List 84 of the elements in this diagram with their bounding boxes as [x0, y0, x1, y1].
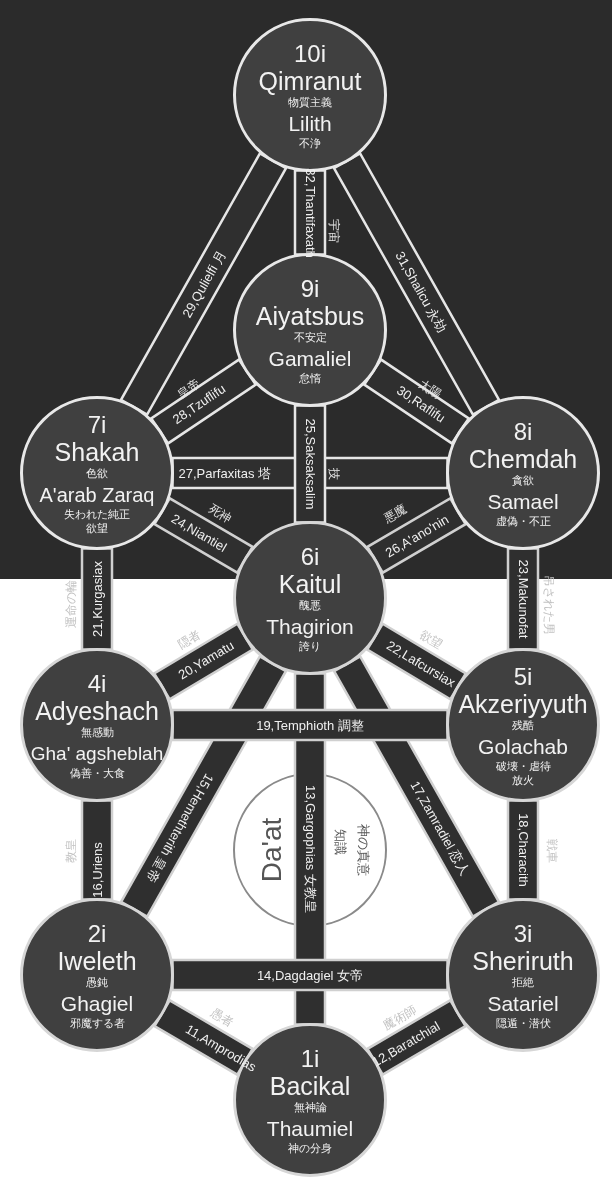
path-band [171, 456, 449, 490]
node-subtitle: 貪欲 [512, 472, 534, 487]
node-number: 4i [87, 670, 107, 697]
node-subtitle: 破壊・虐待 [495, 758, 551, 773]
card-name: 教皇 [64, 839, 78, 863]
path-band [171, 708, 449, 742]
node-name: Lilith [288, 111, 332, 136]
node-subtitle: 知識 [332, 829, 349, 855]
edge-label: 21,Kurgasiax [89, 561, 105, 637]
node-subtitle: 失われた純正 [64, 506, 130, 521]
edge-label: 14,Dagdagiel 女帝 [256, 967, 364, 983]
node-number: 1i [300, 1045, 320, 1072]
node-subtitle: 怠惰 [299, 370, 321, 385]
node-name: Sheriruth [472, 946, 574, 975]
node-subtitle: 無神論 [293, 1099, 327, 1114]
path-band [149, 357, 258, 446]
node-subtitle: 残酷 [512, 718, 534, 732]
node-name: Bacikal [269, 1071, 351, 1100]
card-name: 吊された男 [542, 575, 556, 635]
node-number: 2i [87, 920, 107, 947]
node-subtitle: 愚鈍 [86, 974, 108, 989]
path-band [80, 799, 114, 901]
node-subtitle: 神の分身 [288, 1140, 332, 1155]
node-name: Adyeshach [35, 696, 159, 725]
node-subtitle: 物質主義 [288, 95, 332, 109]
node-number: 9i [300, 275, 320, 302]
node-subtitle: 虚偽・不正 [495, 513, 551, 528]
path-band [332, 151, 501, 417]
edge-label: 16,Uriens [89, 842, 105, 898]
node-name: Gamaliel [268, 346, 352, 371]
path-band [152, 496, 255, 575]
node-number: 3i [513, 920, 533, 947]
path-band [365, 496, 468, 575]
node-subtitle: 誇り [299, 638, 321, 653]
node-subtitle: 隠遁・潜伏 [495, 1015, 551, 1030]
card-name: 技 [327, 468, 341, 480]
node-subtitle: 醜悪 [299, 597, 321, 612]
path-band [506, 547, 540, 651]
edge-label: 13,Gargophias 女教皇 [302, 785, 318, 913]
node-name: Golachab [478, 734, 568, 759]
edge-label: 25,Saksaksalim [302, 418, 318, 510]
node-subtitle: 放火 [512, 772, 534, 787]
node-name: Qimranut [258, 66, 362, 95]
node-subtitle: 偽善・大食 [69, 765, 125, 780]
node-number: 10i [294, 40, 326, 67]
node-subtitle: 拒絶 [512, 974, 534, 989]
node-subtitle: 無感動 [80, 725, 114, 739]
node-name: Satariel [487, 991, 559, 1016]
path-band [362, 357, 471, 446]
node-subtitle: 神の真意 [355, 824, 372, 876]
node-name: Shakah [54, 437, 140, 466]
node-name: Aiyatsbus [255, 301, 365, 330]
edge-label: 18,Characith [515, 813, 531, 887]
path-band [80, 547, 114, 651]
path-band [171, 958, 449, 992]
node-name: Ghagiel [60, 991, 134, 1016]
card-name: 愚者 [208, 1005, 236, 1031]
edge-label: 23,Makunofat [515, 559, 531, 639]
node-number: 8i [513, 418, 533, 445]
node-subtitle: 不浄 [299, 135, 321, 150]
node-subtitle: 不安定 [293, 330, 327, 344]
node-subtitle: 色欲 [86, 465, 108, 480]
path-band [119, 151, 288, 417]
node-number: 5i [513, 663, 533, 690]
edge-label: 27,Parfaxitas 塔 [178, 465, 272, 481]
node-subtitle: 欲望 [86, 520, 108, 535]
node-name: Thagirion [266, 614, 354, 639]
node-name: Samael [487, 489, 559, 514]
path-band [152, 998, 255, 1077]
path-band [506, 799, 540, 901]
node-number: 7i [87, 411, 107, 438]
node-name: Kaitul [278, 569, 342, 598]
node-name: Iweleth [57, 946, 137, 975]
path-band [293, 404, 327, 524]
node-number: 6i [300, 543, 320, 570]
node-name: A'arab Zaraq [39, 482, 155, 507]
node-name: Chemdah [468, 444, 578, 473]
path-band [365, 998, 468, 1077]
node-name: Gha' agsheblah [30, 741, 164, 766]
node-name: Da'at [256, 817, 288, 883]
node-name: Akzeriyyuth [458, 689, 588, 718]
node-subtitle: 邪魔する者 [69, 1015, 125, 1030]
node-name: Thaumiel [266, 1116, 354, 1141]
edge-label: 19,Temphioth 調整 [256, 717, 364, 733]
